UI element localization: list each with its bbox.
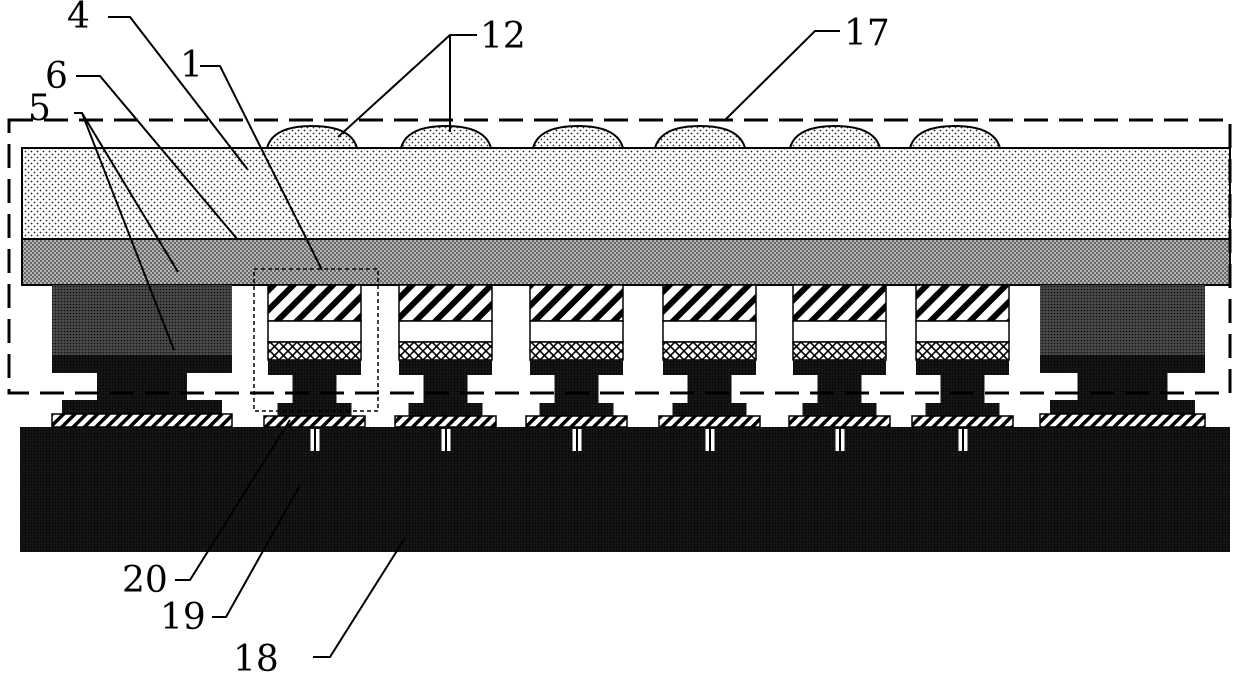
- edge-contact: [52, 355, 232, 373]
- electrode-layer: [793, 285, 886, 321]
- bonding-pad: [264, 416, 365, 427]
- microlens: [267, 126, 357, 148]
- bottom-substrate: [20, 427, 1230, 552]
- bonding-pad: [659, 416, 760, 427]
- bump-pad: [803, 403, 877, 416]
- label-5: 5: [28, 88, 51, 129]
- electrode-layer: [268, 285, 361, 321]
- pixel-stack-group: [264, 285, 1013, 451]
- bonding-layer: [22, 239, 1230, 285]
- contact-layer: [530, 360, 623, 375]
- bonding-pad: [789, 416, 890, 427]
- pixel-stack: [526, 285, 627, 451]
- contact-layer: [793, 360, 886, 375]
- pixel-stack: [264, 285, 365, 451]
- microlens: [910, 126, 1000, 148]
- edge-bump-neck: [1078, 373, 1168, 401]
- electrode-layer: [916, 285, 1009, 321]
- emitting-layer: [793, 342, 886, 360]
- label-17: 17: [844, 13, 890, 54]
- cover-layer: [22, 148, 1230, 239]
- edge-contact: [1040, 355, 1205, 373]
- transparent-layer: [530, 321, 623, 342]
- electrode-layer: [399, 285, 492, 321]
- bump-pad: [540, 403, 614, 416]
- bonding-pad: [395, 416, 496, 427]
- bump-pad: [409, 403, 483, 416]
- bump-pad: [278, 403, 352, 416]
- contact-layer: [268, 360, 361, 375]
- edge-bonding-pad: [1040, 414, 1205, 427]
- microlens-group: [267, 126, 1000, 148]
- electrode-layer: [663, 285, 756, 321]
- bump-neck: [555, 375, 599, 405]
- edge-block: [1040, 285, 1205, 427]
- bump-neck: [941, 375, 985, 405]
- edge-block: [52, 285, 232, 427]
- leader-18: [313, 538, 405, 657]
- microlens: [533, 126, 623, 148]
- bonding-pad: [526, 416, 627, 427]
- bump-neck: [818, 375, 862, 405]
- transparent-layer: [916, 321, 1009, 342]
- electrode-layer: [530, 285, 623, 321]
- emitting-layer: [399, 342, 492, 360]
- pixel-stack: [395, 285, 496, 451]
- edge-pillar: [1040, 285, 1205, 355]
- label-12: 12: [480, 16, 526, 57]
- edge-pillar: [52, 285, 232, 355]
- microlens: [790, 126, 880, 148]
- label-4: 4: [67, 0, 90, 37]
- pixel-stack: [912, 285, 1013, 451]
- microlens: [401, 126, 491, 148]
- edge-bump-pad: [1050, 400, 1195, 414]
- contact-layer: [663, 360, 756, 375]
- bump-neck: [688, 375, 732, 405]
- edge-bonding-pad: [52, 414, 232, 427]
- pixel-stack: [789, 285, 890, 451]
- edge-block-group: [52, 285, 1205, 427]
- transparent-layer: [268, 321, 361, 342]
- bump-pad: [926, 403, 1000, 416]
- emitting-layer: [530, 342, 623, 360]
- contact-layer: [399, 360, 492, 375]
- label-20: 20: [122, 560, 168, 601]
- label-18: 18: [233, 639, 279, 678]
- contact-layer: [916, 360, 1009, 375]
- edge-bump-pad: [62, 400, 222, 414]
- transparent-layer: [663, 321, 756, 342]
- bump-neck: [293, 375, 337, 405]
- bump-neck: [424, 375, 468, 405]
- emitting-layer: [268, 342, 361, 360]
- leader-17: [725, 31, 840, 120]
- label-19: 19: [160, 597, 206, 638]
- pixel-stack: [659, 285, 760, 451]
- bump-pad: [673, 403, 747, 416]
- edge-bump-neck: [97, 373, 187, 401]
- bonding-pad: [912, 416, 1013, 427]
- emitting-layer: [663, 342, 756, 360]
- emitting-layer: [916, 342, 1009, 360]
- leader-12a: [338, 35, 477, 137]
- label-1: 1: [180, 45, 203, 86]
- transparent-layer: [399, 321, 492, 342]
- microlens: [655, 126, 745, 148]
- transparent-layer: [793, 321, 886, 342]
